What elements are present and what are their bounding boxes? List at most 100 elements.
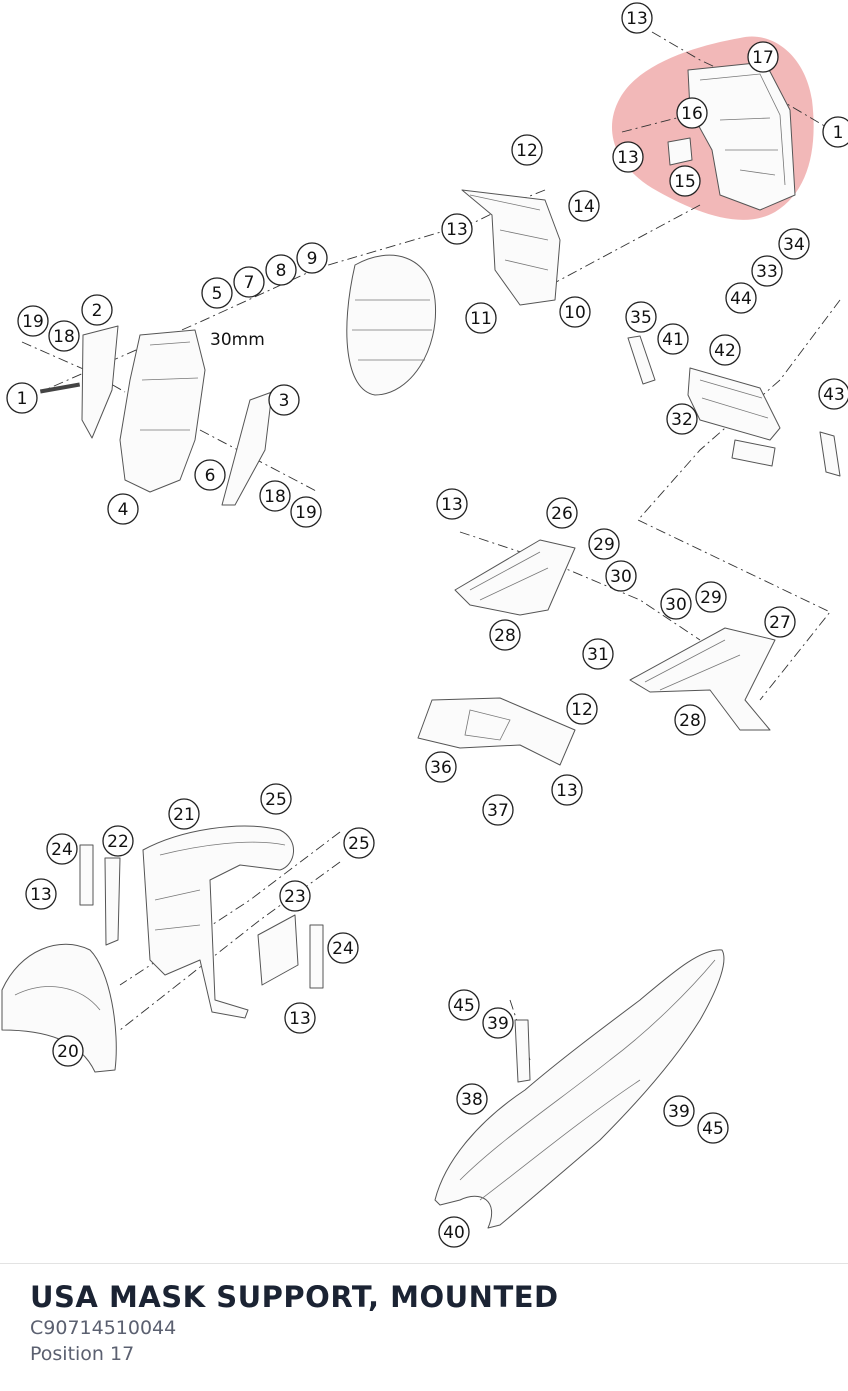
callout-18[interactable]: 18 bbox=[259, 480, 291, 512]
callout-30[interactable]: 30 bbox=[605, 560, 637, 592]
rear-fender-brackets bbox=[454, 539, 776, 731]
callout-13[interactable]: 13 bbox=[621, 2, 653, 34]
callout-circle bbox=[102, 825, 134, 857]
callout-12[interactable]: 12 bbox=[566, 693, 598, 725]
callout-2[interactable]: 2 bbox=[81, 294, 113, 326]
part-title: USA MASK SUPPORT, MOUNTED bbox=[30, 1280, 559, 1314]
callout-22[interactable]: 22 bbox=[102, 825, 134, 857]
callout-28[interactable]: 28 bbox=[489, 619, 521, 651]
callout-circle bbox=[290, 496, 322, 528]
callout-11[interactable]: 11 bbox=[465, 302, 497, 334]
callout-36[interactable]: 36 bbox=[425, 751, 457, 783]
callout-1[interactable]: 1 bbox=[6, 382, 38, 414]
callout-34[interactable]: 34 bbox=[778, 228, 810, 260]
callout-5[interactable]: 5 bbox=[201, 277, 233, 309]
callout-13[interactable]: 13 bbox=[284, 1002, 316, 1034]
callout-23[interactable]: 23 bbox=[279, 880, 311, 912]
callout-circle bbox=[566, 693, 598, 725]
callout-20[interactable]: 20 bbox=[52, 1035, 84, 1067]
callout-label: 28 bbox=[679, 711, 701, 731]
callout-circle bbox=[25, 878, 57, 910]
callout-circle bbox=[284, 1002, 316, 1034]
callout-circle bbox=[657, 323, 689, 355]
callout-circle bbox=[46, 833, 78, 865]
callout-label: 4 bbox=[118, 500, 129, 520]
callout-13[interactable]: 13 bbox=[436, 488, 468, 520]
callout-8[interactable]: 8 bbox=[265, 254, 297, 286]
callout-30[interactable]: 30 bbox=[660, 588, 692, 620]
headlight bbox=[346, 254, 437, 396]
callout-28[interactable]: 28 bbox=[674, 704, 706, 736]
callout-circle bbox=[709, 334, 741, 366]
callout-4[interactable]: 4 bbox=[107, 493, 139, 525]
callout-label: 27 bbox=[769, 613, 791, 633]
callout-circle bbox=[676, 97, 708, 129]
callout-45[interactable]: 45 bbox=[448, 989, 480, 1021]
callout-circle bbox=[725, 282, 757, 314]
callout-7[interactable]: 7 bbox=[233, 266, 265, 298]
callout-10[interactable]: 10 bbox=[559, 296, 591, 328]
callout-label: 10 bbox=[564, 303, 586, 323]
callout-12[interactable]: 12 bbox=[511, 134, 543, 166]
callout-label: 30 bbox=[665, 595, 687, 615]
callout-45[interactable]: 45 bbox=[697, 1112, 729, 1144]
callout-35[interactable]: 35 bbox=[625, 301, 657, 333]
callout-39[interactable]: 39 bbox=[482, 1007, 514, 1039]
callout-39[interactable]: 39 bbox=[663, 1095, 695, 1127]
callout-label: 2 bbox=[92, 301, 103, 321]
callout-9[interactable]: 9 bbox=[296, 242, 328, 274]
callout-circle bbox=[674, 704, 706, 736]
callout-label: 11 bbox=[470, 309, 492, 329]
callout-1[interactable]: 1 bbox=[822, 116, 848, 148]
callout-27[interactable]: 27 bbox=[764, 606, 796, 638]
callout-42[interactable]: 42 bbox=[709, 334, 741, 366]
callout-37[interactable]: 37 bbox=[482, 794, 514, 826]
callout-21[interactable]: 21 bbox=[168, 798, 200, 830]
callout-19[interactable]: 19 bbox=[17, 305, 49, 337]
callout-43[interactable]: 43 bbox=[818, 378, 848, 410]
callout-29[interactable]: 29 bbox=[588, 528, 620, 560]
callout-3[interactable]: 3 bbox=[268, 384, 300, 416]
callout-19[interactable]: 19 bbox=[290, 496, 322, 528]
callout-31[interactable]: 31 bbox=[582, 638, 614, 670]
callout-44[interactable]: 44 bbox=[725, 282, 757, 314]
callout-14[interactable]: 14 bbox=[568, 190, 600, 222]
callout-13[interactable]: 13 bbox=[25, 878, 57, 910]
callout-circle bbox=[489, 619, 521, 651]
callout-16[interactable]: 16 bbox=[676, 97, 708, 129]
callout-15[interactable]: 15 bbox=[669, 165, 701, 197]
callout-13[interactable]: 13 bbox=[441, 213, 473, 245]
callout-29[interactable]: 29 bbox=[695, 581, 727, 613]
callout-41[interactable]: 41 bbox=[657, 323, 689, 355]
callout-6[interactable]: 6 bbox=[194, 459, 226, 491]
callout-25[interactable]: 25 bbox=[260, 783, 292, 815]
callout-25[interactable]: 25 bbox=[343, 827, 375, 859]
callout-24[interactable]: 24 bbox=[46, 833, 78, 865]
callout-circle bbox=[482, 794, 514, 826]
callout-17[interactable]: 17 bbox=[747, 41, 779, 73]
callout-label: 6 bbox=[205, 466, 216, 486]
callout-circle bbox=[747, 41, 779, 73]
callout-40[interactable]: 40 bbox=[438, 1216, 470, 1248]
callout-26[interactable]: 26 bbox=[546, 497, 578, 529]
callout-33[interactable]: 33 bbox=[751, 255, 783, 287]
callout-13[interactable]: 13 bbox=[612, 141, 644, 173]
callout-label: 41 bbox=[662, 330, 684, 350]
callout-label: 12 bbox=[571, 700, 593, 720]
callout-13[interactable]: 13 bbox=[551, 774, 583, 806]
callout-32[interactable]: 32 bbox=[666, 403, 698, 435]
callout-circle bbox=[621, 2, 653, 34]
callout-circle bbox=[669, 165, 701, 197]
callout-18[interactable]: 18 bbox=[48, 320, 80, 352]
callout-label: 35 bbox=[630, 308, 652, 328]
callout-label: 21 bbox=[173, 805, 195, 825]
callout-24[interactable]: 24 bbox=[327, 932, 359, 964]
callout-label: 19 bbox=[22, 312, 44, 332]
callout-label: 8 bbox=[276, 261, 287, 281]
callout-label: 45 bbox=[453, 996, 475, 1016]
callout-38[interactable]: 38 bbox=[456, 1083, 488, 1115]
part-number: C90714510044 bbox=[30, 1317, 177, 1339]
callout-label: 13 bbox=[289, 1009, 311, 1029]
callout-circle bbox=[666, 403, 698, 435]
callout-label: 29 bbox=[700, 588, 722, 608]
